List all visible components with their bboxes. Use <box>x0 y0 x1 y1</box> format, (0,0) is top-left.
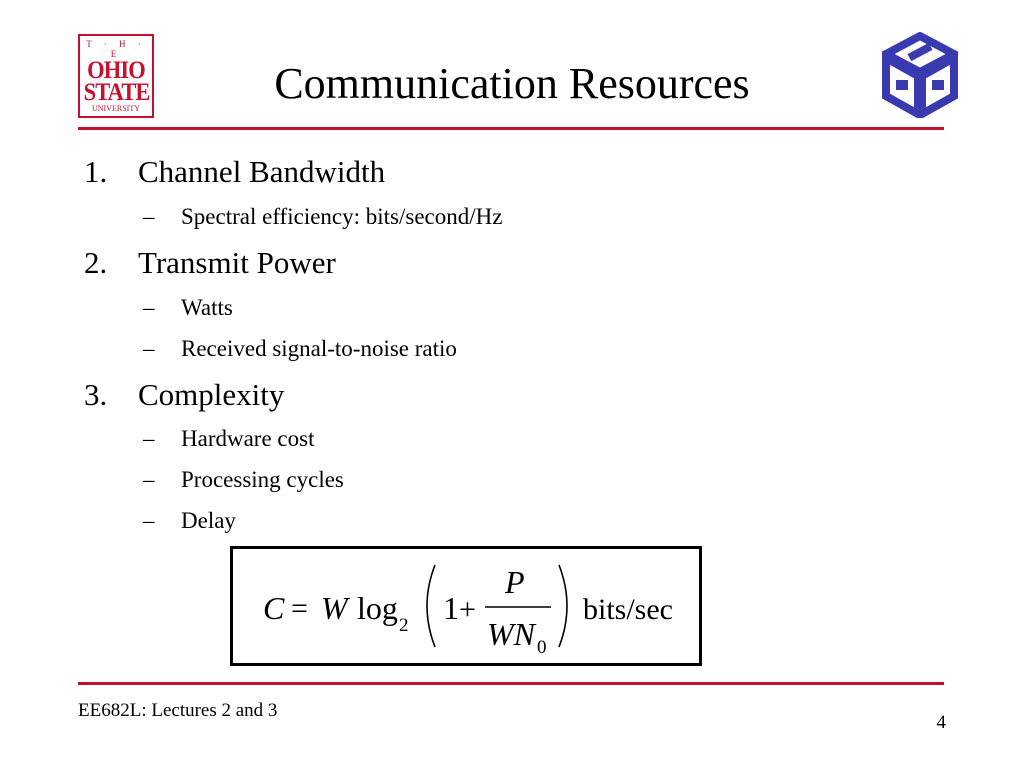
subitem-label: Spectral efficiency: bits/second/Hz <box>181 204 503 229</box>
slide-title: Communication Resources <box>274 59 750 108</box>
formula-log-base: 2 <box>399 615 409 636</box>
capacity-formula: C = W log 2 1 + P WN 0 bits/sec <box>263 564 673 658</box>
footer-course: EE682L: Lectures 2 and 3 <box>78 700 278 721</box>
cube-right-face <box>918 51 958 118</box>
cube-logo-icon <box>882 32 958 118</box>
subitem-label: Received signal-to-noise ratio <box>181 336 457 361</box>
logo-the: T · H · E <box>86 39 146 59</box>
bullet-dash: – <box>143 295 155 320</box>
ohio-state-logo: T · H · E OHIO STATE UNIVERSITY <box>78 34 154 118</box>
bullet-dash: – <box>143 336 155 361</box>
subitem-label: Delay <box>181 508 236 533</box>
cube-top-face <box>882 32 958 77</box>
outline-item-3: 3. Complexity <box>84 377 284 413</box>
formula-denominator: WN <box>487 616 537 652</box>
subitem-label: Hardware cost <box>181 426 315 451</box>
outline-number: 3. <box>84 377 108 412</box>
formula-plus: + <box>459 593 476 626</box>
outline-number: 1. <box>84 154 108 189</box>
logo-ohio: OHIO <box>87 57 146 84</box>
right-paren <box>558 564 568 648</box>
formula-w: W <box>321 590 351 626</box>
outline-subitem: – Delay <box>143 507 236 535</box>
formula-c: C <box>263 590 285 626</box>
page-number: 4 <box>936 712 947 733</box>
formula-one: 1 <box>443 590 459 626</box>
outline-subitem: – Watts <box>143 294 233 322</box>
formula-units: bits/sec <box>583 593 673 626</box>
logo-university: UNIVERSITY <box>92 104 140 113</box>
header-rule <box>78 127 944 130</box>
formula-log: log <box>357 590 398 626</box>
outline-subitem: – Processing cycles <box>143 466 344 494</box>
outline-item-1: 1. Channel Bandwidth <box>84 154 385 190</box>
logo-state: STATE <box>83 79 151 106</box>
outline-item-2: 2. Transmit Power <box>84 245 336 281</box>
bullet-dash: – <box>143 467 155 492</box>
outline-subitem: – Received signal-to-noise ratio <box>143 335 457 363</box>
left-paren <box>426 564 436 648</box>
bullet-dash: – <box>143 508 155 533</box>
outline-subitem: – Hardware cost <box>143 425 314 453</box>
footer-rule <box>78 682 944 685</box>
bullet-dash: – <box>143 426 155 451</box>
subitem-label: Watts <box>181 295 233 320</box>
formula-numerator: P <box>504 564 525 600</box>
formula-denominator-sub: 0 <box>537 637 547 658</box>
outline-label: Transmit Power <box>138 245 336 280</box>
subitem-label: Processing cycles <box>181 467 344 492</box>
outline-label: Channel Bandwidth <box>138 154 386 189</box>
outline-number: 2. <box>84 245 108 280</box>
formula-equals: = <box>291 592 308 625</box>
outline-subitem: – Spectral efficiency: bits/second/Hz <box>143 203 502 231</box>
outline-label: Complexity <box>138 377 285 412</box>
capacity-formula-box: C = W log 2 1 + P WN 0 bits/sec <box>230 546 702 666</box>
bullet-dash: – <box>143 204 155 229</box>
